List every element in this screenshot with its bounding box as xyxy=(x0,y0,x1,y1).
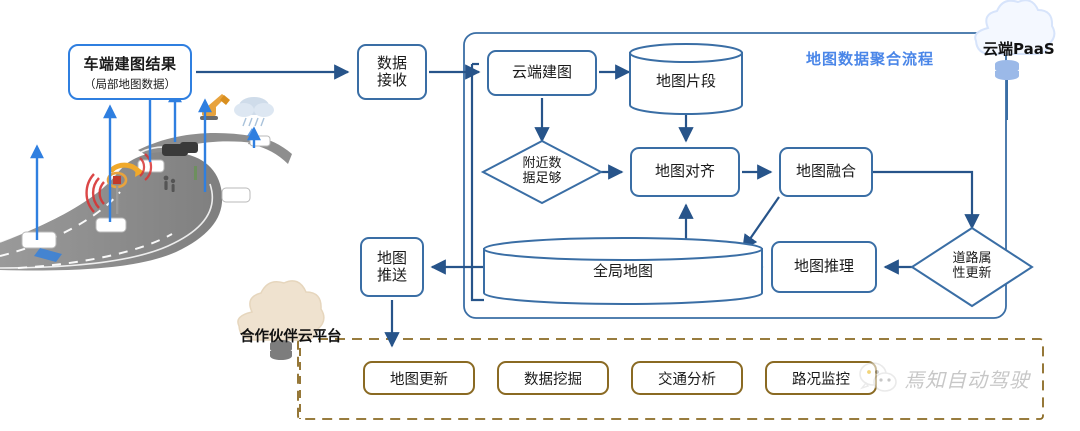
node-map-push-label: 地图 推送 xyxy=(376,248,407,284)
node-road-attr-update-label: 道路属 性更新 xyxy=(952,251,992,281)
partner-cloud-label: 合作伙伴云平台 xyxy=(240,329,342,345)
partner-platform-container xyxy=(297,338,1044,420)
output-box-road-condition-monitor[interactable]: 路况监控 xyxy=(765,361,877,395)
node-map-inference-label: 地图推理 xyxy=(793,257,854,276)
output-box-data-mining[interactable]: 数据挖掘 xyxy=(497,361,609,395)
output-box-traffic-analysis[interactable]: 交通分析 xyxy=(631,361,743,395)
paas-cloud-icon xyxy=(974,0,1056,80)
node-map-segment: 地图片段 xyxy=(630,44,742,114)
node-global-map-label: 全局地图 xyxy=(592,262,653,280)
node-road-attr-update: 道路属 性更新 xyxy=(912,228,1032,306)
wechat-icon xyxy=(859,362,897,392)
node-map-inference: 地图推理 xyxy=(771,241,877,293)
node-data-receive: 数据 接收 xyxy=(357,44,427,100)
watermark-text: 焉知自动驾驶 xyxy=(904,367,1030,392)
map-segment-cylinder xyxy=(629,43,743,115)
node-map-fusion: 地图融合 xyxy=(779,147,873,197)
node-nearby-enough: 附近数 据足够 xyxy=(483,141,601,203)
partner-cloud-icon xyxy=(237,280,325,360)
node-data-receive-label: 数据 接收 xyxy=(376,53,407,89)
node-map-align-label: 地图对齐 xyxy=(654,162,715,181)
node-global-map: 全局地图 xyxy=(484,238,762,304)
source-title: 车端建图结果 xyxy=(83,54,177,73)
node-map-push: 地图 推送 xyxy=(360,237,424,297)
cloud-paas-container xyxy=(463,32,1007,319)
source-subtitle: （局部地图数据） xyxy=(84,76,176,91)
watermark: 焉知自动驾驶 xyxy=(858,358,1070,398)
section-title: 地图数据聚合流程 xyxy=(806,50,935,68)
node-map-segment-label: 地图片段 xyxy=(655,72,716,90)
road-scene-illustration xyxy=(0,92,292,271)
node-cloud-build-label: 云端建图 xyxy=(511,63,572,82)
node-cloud-build: 云端建图 xyxy=(487,50,597,96)
source-box-vehicle-mapping: 车端建图结果 （局部地图数据） xyxy=(68,44,192,100)
node-map-fusion-label: 地图融合 xyxy=(795,162,856,181)
output-box-map-update[interactable]: 地图更新 xyxy=(363,361,475,395)
nearby-data-enough-diamond xyxy=(480,139,604,205)
paas-cloud-label: 云端PaaS xyxy=(983,40,1055,58)
road-attr-update-diamond xyxy=(910,226,1034,308)
global-map-cylinder xyxy=(483,237,763,305)
node-map-align: 地图对齐 xyxy=(630,147,740,197)
node-nearby-enough-label: 附近数 据足够 xyxy=(522,156,562,186)
